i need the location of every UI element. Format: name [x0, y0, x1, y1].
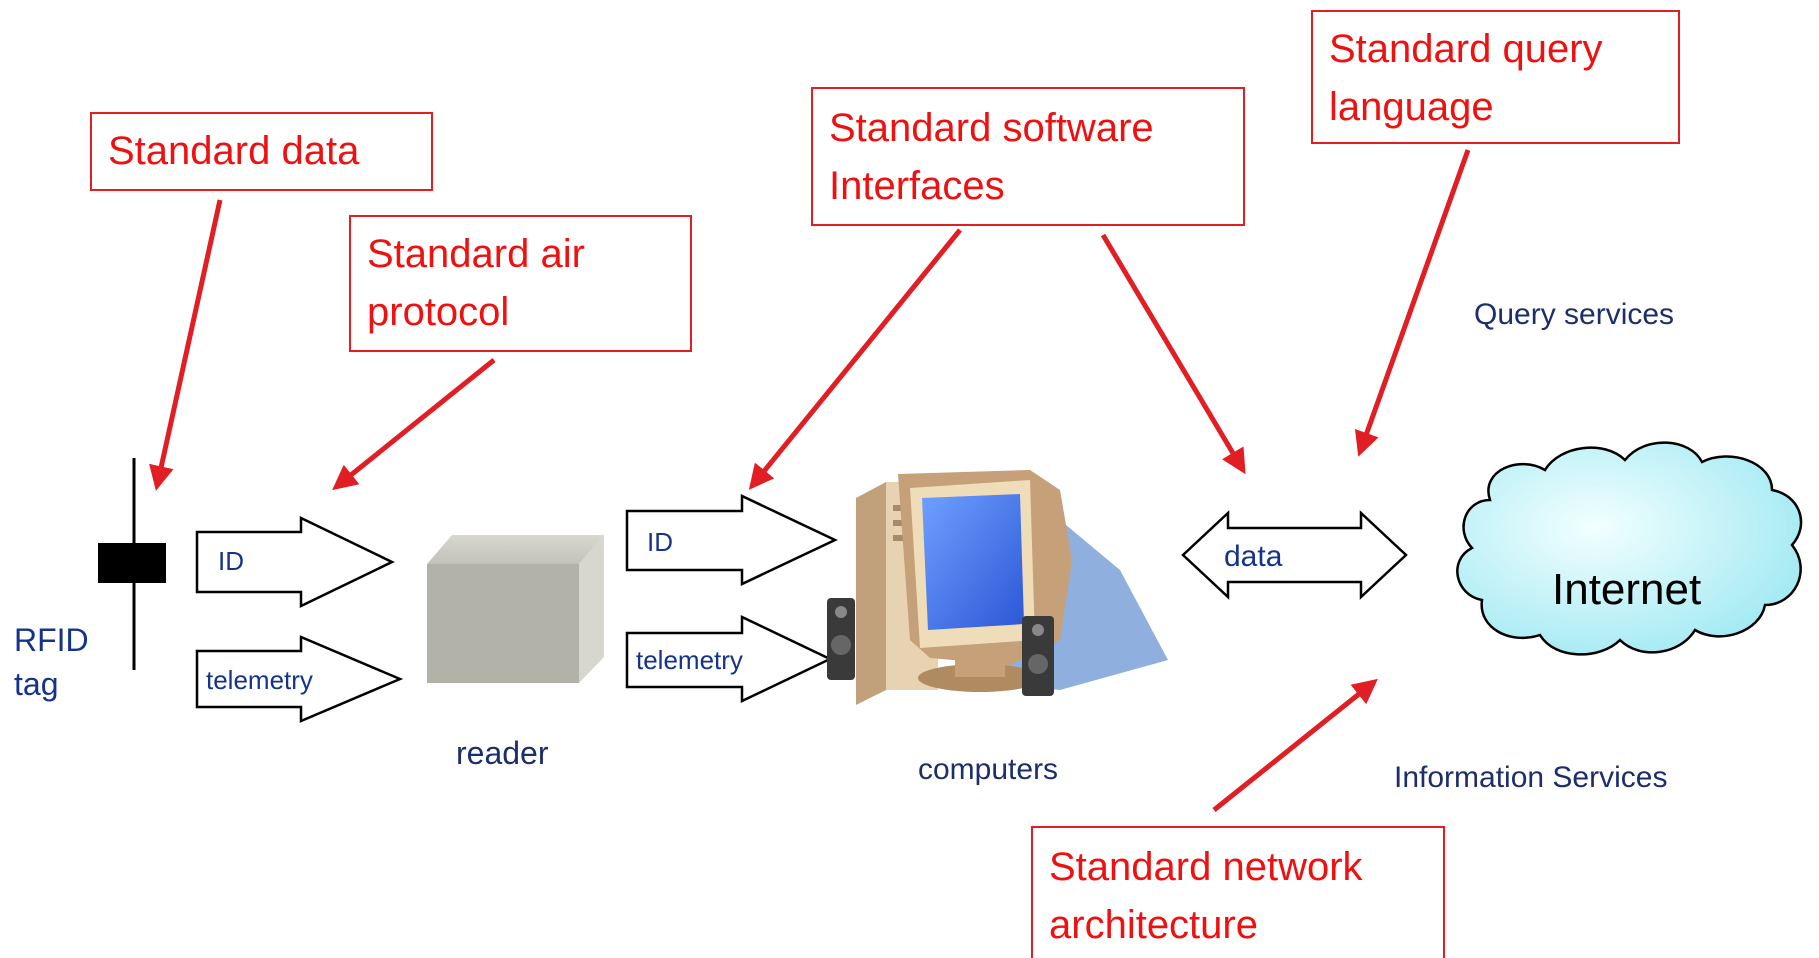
internet-cloud-icon	[1456, 441, 1803, 656]
computer-icon	[827, 470, 1168, 705]
data-double-arrow	[1181, 510, 1408, 600]
callout-standard-query-language: Standard query language	[1311, 10, 1680, 144]
pointer-network-architecture	[1212, 678, 1378, 812]
id-arrow-right	[625, 494, 838, 586]
arrow-label-telemetry-right: telemetry	[636, 645, 743, 675]
arrow-label-id-left: ID	[218, 546, 244, 576]
rfid-tag-label-line1: RFID	[14, 622, 89, 658]
pointer-query-language	[1354, 149, 1471, 457]
callout-pointers	[149, 149, 1471, 812]
arrow-label-data: data	[1224, 540, 1283, 573]
rfid-tag-icon	[98, 458, 166, 670]
reader-label: reader	[456, 735, 549, 771]
query-services-label: Query services	[1474, 298, 1675, 331]
computers-label: computers	[918, 753, 1059, 786]
telemetry-arrow-left	[195, 635, 404, 723]
arrow-label-telemetry-left: telemetry	[206, 665, 313, 695]
pointer-standard-data	[149, 199, 223, 491]
callout-query-line1: Standard query	[1329, 27, 1603, 71]
pointer-software-left	[748, 228, 962, 490]
pointer-standard-air	[332, 358, 496, 491]
callout-standard-data-text: Standard data	[108, 129, 360, 173]
id-arrow-left	[195, 516, 395, 608]
rfid-tag-label: RFID tag	[14, 618, 89, 706]
arrow-label-id-right: ID	[647, 527, 673, 557]
reader-icon	[427, 535, 604, 683]
callout-air-line2: protocol	[367, 290, 510, 334]
telemetry-arrow-right	[625, 615, 833, 703]
information-services-label: Information Services	[1394, 761, 1668, 794]
pointer-software-right	[1100, 233, 1246, 475]
callout-software-line1: Standard software	[829, 106, 1154, 150]
callout-query-line2: language	[1329, 85, 1494, 129]
callout-network-line2: architecture	[1049, 903, 1258, 947]
callout-standard-data: Standard data	[90, 112, 433, 191]
callout-standard-software-interfaces: Standard software Interfaces	[811, 87, 1245, 226]
callout-software-line2: Interfaces	[829, 164, 1005, 208]
callout-air-line1: Standard air	[367, 232, 585, 276]
internet-label: Internet	[1552, 565, 1702, 614]
rfid-tag-label-line2: tag	[14, 666, 59, 702]
callout-standard-network-architecture: Standard network architecture	[1031, 826, 1445, 958]
callout-standard-air-protocol: Standard air protocol	[349, 215, 692, 352]
callout-network-line1: Standard network	[1049, 845, 1363, 889]
